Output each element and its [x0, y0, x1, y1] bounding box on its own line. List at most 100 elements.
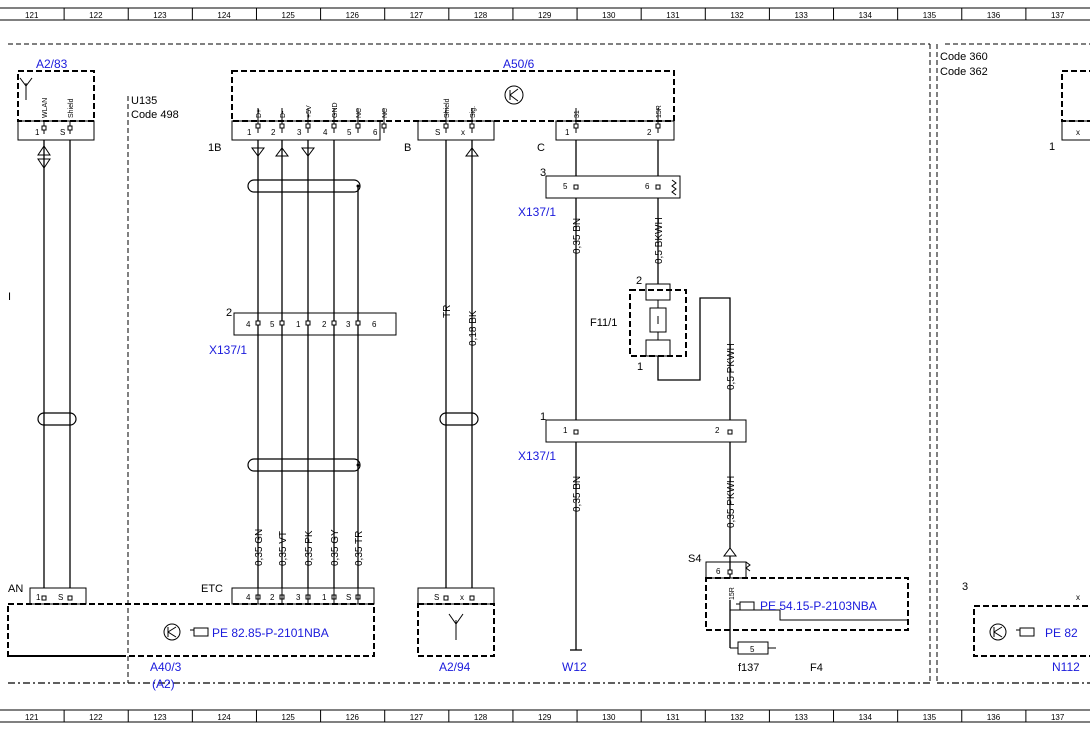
grid-number: 136: [987, 713, 1001, 722]
x137-mid-pin: 5: [270, 320, 275, 329]
left-edge-i: I: [8, 291, 11, 303]
grid-number: 133: [794, 11, 808, 20]
code-u135-label: U135: [131, 95, 157, 107]
a50-pin-name: NC: [356, 108, 363, 118]
f137-pin6: 6: [716, 567, 721, 576]
a2-94-pinS: S: [434, 593, 439, 602]
grid-number: 126: [346, 713, 360, 722]
component-a2-83: A2/83 WLAN Shield 1 S: [17, 57, 95, 141]
a2-83-pin1: 1: [35, 128, 40, 137]
wire-label-bkwh: 0,5 BKWH: [654, 217, 665, 264]
n112-ref-link[interactable]: PE 82: [1045, 626, 1078, 640]
a50-pin-number: 1: [247, 128, 252, 137]
grid-number: 130: [602, 11, 616, 20]
grid-number: 133: [794, 713, 808, 722]
x137-top-pin5: 5: [563, 182, 568, 191]
a50-group-c: C: [537, 142, 545, 154]
a2-83-label: A2/83: [36, 57, 68, 71]
f137-fuse-number: 5: [750, 645, 755, 654]
n112-pin3: 3: [962, 581, 968, 593]
n112-label: N112: [1052, 660, 1080, 674]
wire-label-tr-top: TR: [442, 305, 453, 318]
grid-number: 134: [859, 11, 873, 20]
x137-mid-pin: 4: [246, 320, 251, 329]
a50-pin-number: 5: [347, 128, 352, 137]
a2-94-label: A2/94: [439, 660, 471, 674]
x137-top-pin6: 6: [645, 182, 650, 191]
f137-label: f137: [738, 662, 759, 674]
a50-pin-name: 31: [574, 110, 581, 118]
a40-3-label: A40/3: [150, 660, 182, 674]
x137-top-num: 3: [540, 167, 546, 179]
grid-number: 128: [474, 11, 488, 20]
connector-x137-1-top: 3 5 6 X137/1: [518, 167, 681, 219]
wire-label-bn-top: 0,35 BN: [572, 218, 583, 254]
x137-1-top-label: X137/1: [518, 205, 556, 219]
grid-number: 127: [410, 713, 424, 722]
a40-3-pin: S: [346, 593, 351, 602]
left-edge-pinS: S: [58, 593, 63, 602]
x137-mid-pin: 2: [322, 320, 327, 329]
a2-83-pin-wlan: WLAN: [42, 98, 49, 118]
a40-3-etc-label: ETC: [201, 583, 223, 595]
wire-label-vt: 0,35 VT: [278, 531, 289, 566]
grid-number: 131: [666, 713, 680, 722]
a50-pin-number: 1: [565, 128, 570, 137]
bus-1b-wires: [247, 140, 361, 588]
x137-mid-pin: 6: [372, 320, 377, 329]
a50-pin-number: 3: [297, 128, 302, 137]
a50-pin-number: 2: [271, 128, 276, 137]
grid-number: 135: [923, 713, 937, 722]
control-unit-icon: [504, 85, 524, 105]
a50-6-label: A50/6: [503, 57, 535, 71]
grid-number: 134: [859, 713, 873, 722]
code-362-label: Code 362: [940, 66, 988, 78]
x137-mid-pin: 1: [296, 320, 301, 329]
a50-pin-number: 6: [373, 128, 378, 137]
wire-label-pkwh: 0,5 PKWH: [726, 343, 737, 390]
grid-number: 137: [1051, 11, 1065, 20]
a40-3-pin: 4: [246, 593, 251, 602]
wire-label-bn-low: 0,35 BN: [572, 476, 583, 512]
f137-ref-link[interactable]: PE 54.15-P-2103NBA: [760, 599, 877, 613]
grid-number: 129: [538, 11, 552, 20]
reference-hand-icon: [736, 601, 755, 611]
wire-label-gy: 0,35 GY: [330, 529, 341, 566]
a50-group-b: B: [404, 142, 411, 154]
left-shield-sleeve: [37, 412, 77, 426]
component-right-top-partial: 1 x: [1049, 70, 1090, 153]
grid-number: 123: [153, 11, 167, 20]
grid-number: 127: [410, 11, 424, 20]
wire-label-pkwh-low: 0,35 PKWH: [726, 476, 737, 528]
a50-pin-name: +5V: [306, 105, 313, 118]
a50-pin-name: 15R: [656, 105, 663, 118]
a40-3-control-icon: [163, 623, 181, 641]
wire-label-pk: 0,35 PK: [304, 530, 315, 566]
grid-number: 132: [730, 11, 744, 20]
grid-number: 128: [474, 713, 488, 722]
n112-control-icon: [989, 623, 1007, 641]
connector-x137-1-low: 1 1 2 X137/1: [518, 411, 747, 463]
a40-3-pin: 1: [322, 593, 327, 602]
grid-number: 131: [666, 11, 680, 20]
wire-label-bk: 0,18 BK: [468, 310, 479, 346]
grid-number: 122: [89, 713, 103, 722]
antenna-icon: [19, 77, 33, 100]
component-n112: 3 x PE 82 N112: [962, 581, 1090, 674]
f11-1-label: F11/1: [590, 317, 617, 329]
a40-3-ref-link[interactable]: PE 82.85-P-2101NBA: [212, 626, 329, 640]
reference-hand-icon: [1016, 627, 1035, 637]
a50-pin-name: Shield: [444, 98, 451, 118]
grid-number: 125: [282, 713, 296, 722]
a50-pin-name: D+: [256, 109, 263, 118]
grid-number: 122: [89, 11, 103, 20]
grid-number: 126: [346, 11, 360, 20]
grid-number: 132: [730, 713, 744, 722]
grid-number: 123: [153, 713, 167, 722]
